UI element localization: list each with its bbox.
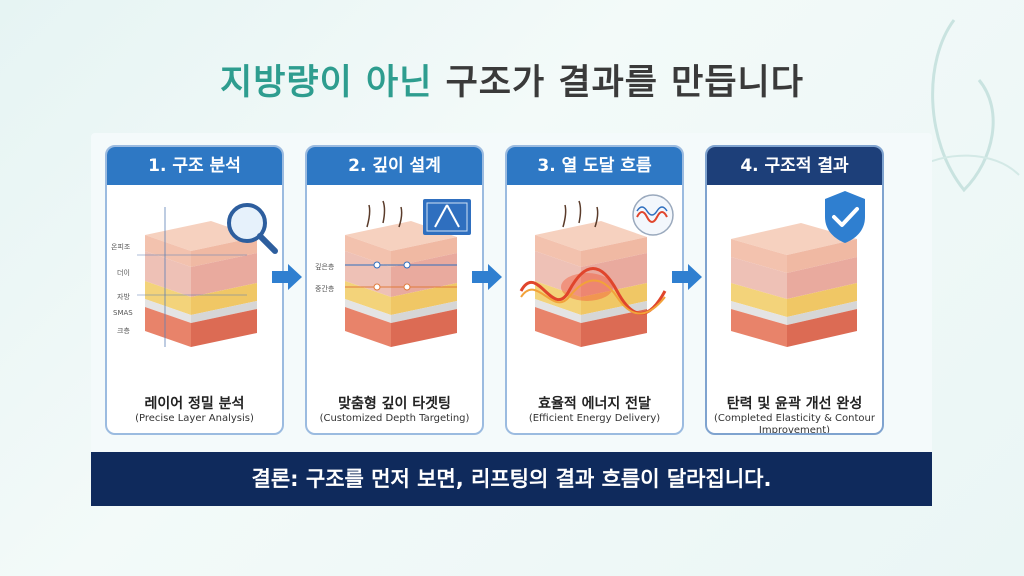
wave-icon	[632, 194, 674, 236]
step-label: 효율적 에너지 전달	[538, 396, 651, 412]
step-header: 1. 구조 분석	[107, 147, 282, 185]
side-label: 자방	[117, 292, 130, 301]
conclusion-banner: 결론: 구조를 먼저 보면, 리프팅의 결과 흐름이 달라집니다.	[91, 452, 932, 506]
magnifier-icon	[227, 203, 278, 254]
step-card-1: 1. 구조 분석 온피조 더이 자방 SMAS 크층 레이어 정밀 분석 (Pr…	[105, 145, 284, 435]
step-sublabel: (Precise Layer Analysis)	[135, 413, 254, 424]
side-label: SMAS	[113, 309, 133, 317]
step-card-3: 3. 열 도달 흐름 효율적 에너지 전달 (Efficient Energy …	[505, 145, 684, 435]
side-label: 더이	[117, 268, 130, 277]
step-sublabel: (Customized Depth Targeting)	[319, 413, 470, 424]
title-rest: 구조가 결과를 만듭니다	[432, 63, 804, 103]
skin-layer-illustration: 온피조 더이 자방 SMAS 크층	[111, 203, 278, 347]
side-label: 크층	[117, 326, 130, 335]
side-label: 온피조	[111, 242, 131, 251]
step-label: 레이어 정밀 분석	[144, 396, 245, 412]
step-label: 탄력 및 윤곽 개선 완성	[726, 396, 863, 412]
step-header: 2. 깊이 설계	[307, 147, 482, 185]
skin-layer-illustration	[731, 191, 865, 347]
side-label: 중간층	[315, 284, 335, 293]
step-sublabel: (Efficient Energy Delivery)	[528, 413, 661, 424]
page-title: 지방량이 아닌 구조가 결과를 만듭니다	[0, 54, 1024, 105]
blueprint-icon	[423, 199, 471, 235]
side-label: 깊은층	[315, 262, 335, 271]
skin-layer-illustration: 깊은층 중간층	[315, 199, 471, 347]
arrow-right-icon	[472, 264, 502, 290]
shield-check-icon	[825, 191, 865, 243]
step-card-2: 2. 깊이 설계 깊은층 중간층 맞춤형 깊이 타겟팅 (Customized …	[305, 145, 484, 435]
arrow-right-icon	[672, 264, 702, 290]
skin-layer-illustration	[519, 194, 674, 347]
step-sublabel: (Completed Elasticity & Contour Improvem…	[714, 413, 875, 435]
arrow-right-icon	[272, 264, 302, 290]
step-label: 맞춤형 깊이 타겟팅	[338, 396, 451, 412]
title-highlight: 지방량이 아닌	[220, 63, 433, 103]
step-header: 3. 열 도달 흐름	[507, 147, 682, 185]
step-header: 4. 구조적 결과	[707, 147, 882, 185]
step-card-4: 4. 구조적 결과 탄력 및 윤곽 개선 완성 (Completed Elast…	[705, 145, 884, 435]
